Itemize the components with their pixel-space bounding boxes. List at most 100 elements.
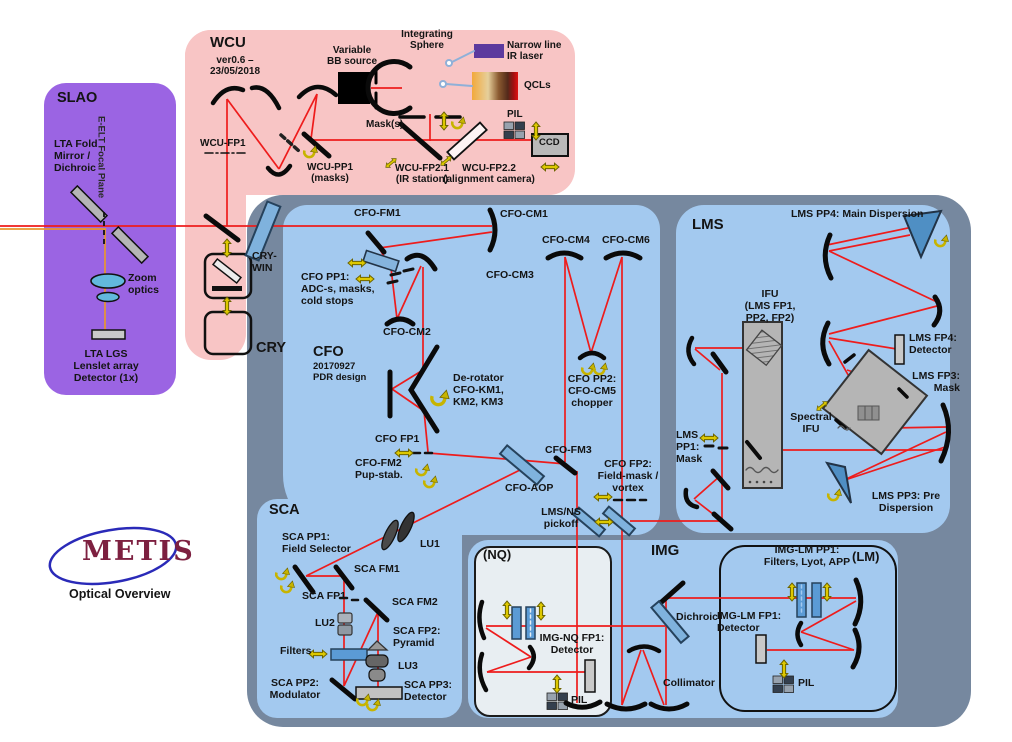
cfo-fm2-label: CFO-FM2 Pup-stab. [355, 457, 403, 481]
zoom-lens-2 [96, 291, 120, 303]
metis-logo-text: METIS [82, 536, 195, 567]
qcls-label: QCLs [524, 80, 551, 91]
optical-overview-label: Optical Overview [69, 587, 171, 601]
cfo-fp2-label: CFO FP2: Field-mask / vortex [597, 458, 659, 494]
cfo-cm4-label: CFO-CM4 [542, 234, 590, 246]
cfo-adc-prisms [362, 249, 400, 273]
cfo-optics [362, 207, 648, 538]
wcu-version: ver0.6 – 23/05/2018 [209, 55, 261, 78]
fiber-connectors [439, 50, 475, 88]
wcu-pp1-label: WCU-PP1 (masks) [306, 162, 354, 185]
wcu-slide-mirror [211, 257, 243, 285]
ifu-fold-mirror [745, 440, 762, 460]
lms-fold-bar-bottom [711, 511, 734, 532]
cfo-cm6-label: CFO-CM6 [602, 234, 650, 246]
derotator-k-mirror [408, 344, 440, 434]
img-apex-mirror [626, 644, 662, 654]
img-lm-pp1-label: IMG-LM PP1: Filters, Lyot, APP [763, 544, 851, 568]
spectral-ifu-label: Spectral IFU [790, 411, 832, 435]
wcu-fp21-label: WCU-FP2.1 (IR station) [395, 163, 449, 186]
nq-mirror-2 [477, 651, 489, 693]
lms-fold-bar-b [710, 468, 731, 491]
collimator-mirror-2 [604, 701, 648, 712]
lta-lgs-label: LTA LGS Lenslet array Detector (1x) [73, 348, 139, 384]
wcu-fp22-mirror [446, 121, 488, 161]
cfo-cm1-mirror [487, 207, 498, 253]
lms-pp4-prism [902, 209, 943, 260]
cfo-title: CFO [313, 344, 344, 360]
lms-optics [683, 209, 951, 532]
wcu-fp21-mirror [398, 121, 443, 161]
slao-region [44, 83, 176, 395]
lms-fold-bar-c [710, 351, 729, 375]
lms-fp3-label: LMS FP3: Mask [912, 370, 960, 394]
nq-filter-1 [511, 606, 522, 640]
narrow-line-laser-label: Narrow line IR laser [507, 40, 562, 63]
cfo-cm6-mirror [603, 250, 643, 261]
wcu-fp22-label: WCU-FP2.2 (alignment camera) [443, 163, 535, 186]
cfo-fm3-label: CFO-FM3 [545, 444, 592, 456]
pil-icon-wcu [503, 121, 525, 139]
lu3-label: LU3 [398, 660, 418, 672]
sca-fm1-label: SCA FM1 [354, 563, 400, 575]
lms-ns-pickoff-mirror-2 [601, 505, 637, 537]
lms-title: LMS [692, 216, 724, 233]
collimator-label: Collimator [663, 677, 715, 689]
ifu-label: IFU (LMS FP1, PP2, FP2) [744, 288, 796, 324]
narrow-line-ir-laser [474, 44, 504, 58]
masks-label: Mask(s) [366, 119, 404, 130]
cfo-fm3-mirror [553, 455, 578, 476]
sca-pp3-detector [355, 686, 403, 700]
bb-source [338, 72, 370, 104]
lms-mirror-e [822, 232, 834, 281]
sca-filter [330, 648, 368, 661]
wcu-slide-bar [212, 286, 242, 291]
variable-bb-label: Variable BB source [326, 45, 377, 68]
pil-wcu-label: PIL [507, 109, 523, 120]
lms-pp4-label: LMS PP4: Main Dispersion [791, 208, 924, 220]
lms-fp4-label: LMS FP4: Detector [909, 332, 957, 356]
lm-title: (LM) [852, 549, 880, 564]
lu1-lens-1 [381, 519, 399, 551]
lm-mirror-2 [850, 627, 862, 670]
sca-optics [292, 511, 415, 702]
lu2-label: LU2 [315, 617, 335, 629]
derotator-label: De-rotator CFO-KM1, KM2, KM3 [453, 372, 504, 408]
cfo-cm4-mirror [545, 250, 584, 261]
lu1-label: LU1 [420, 538, 440, 550]
pil-nq-label: PIL [571, 694, 588, 706]
lm-mirror-3 [795, 620, 804, 648]
eelt-focal-plane-label: E-ELT Focal Plane [95, 116, 107, 199]
lu2-lens [337, 612, 353, 636]
slao-title: SLAO [57, 90, 98, 106]
lms-mirror-bottom-left [683, 487, 700, 510]
sca-title: SCA [269, 502, 300, 518]
cfo-cm1-label: CFO-CM1 [500, 208, 548, 220]
qcls-source [472, 72, 518, 100]
cfo-fp1-label: CFO FP1 [375, 433, 420, 445]
lm-box [719, 545, 897, 712]
lu3-lens [365, 654, 389, 682]
lm-filter-2 [811, 582, 822, 618]
cry-window [244, 200, 282, 262]
slao-fold-mirror-2 [110, 225, 150, 265]
lms-pp1-marker [703, 444, 729, 450]
sca-fp1-marker [338, 596, 360, 602]
cry-title: CRY [256, 340, 287, 356]
cfo-pp1-label: CFO PP1: ADC-s, masks, cold stops [301, 271, 375, 307]
zoom-lens-1 [90, 273, 126, 289]
cfo-fm1-mirror [365, 230, 387, 255]
sca-pyramid [366, 640, 389, 651]
wcu-mirror-2 [249, 85, 282, 111]
integrating-sphere [365, 59, 413, 116]
wcu-mirror-4 [265, 163, 293, 177]
lms-mirror-g [820, 320, 832, 367]
sca-fm1-mirror [333, 564, 355, 591]
lms-pp3-prism [824, 461, 852, 504]
collimator-mirror-3 [648, 701, 690, 712]
cfo-aop-label: CFO-AOP [505, 482, 554, 494]
lms-pp1-label: LMS PP1: Mask [676, 429, 703, 465]
lms-mirror-f [931, 294, 943, 328]
